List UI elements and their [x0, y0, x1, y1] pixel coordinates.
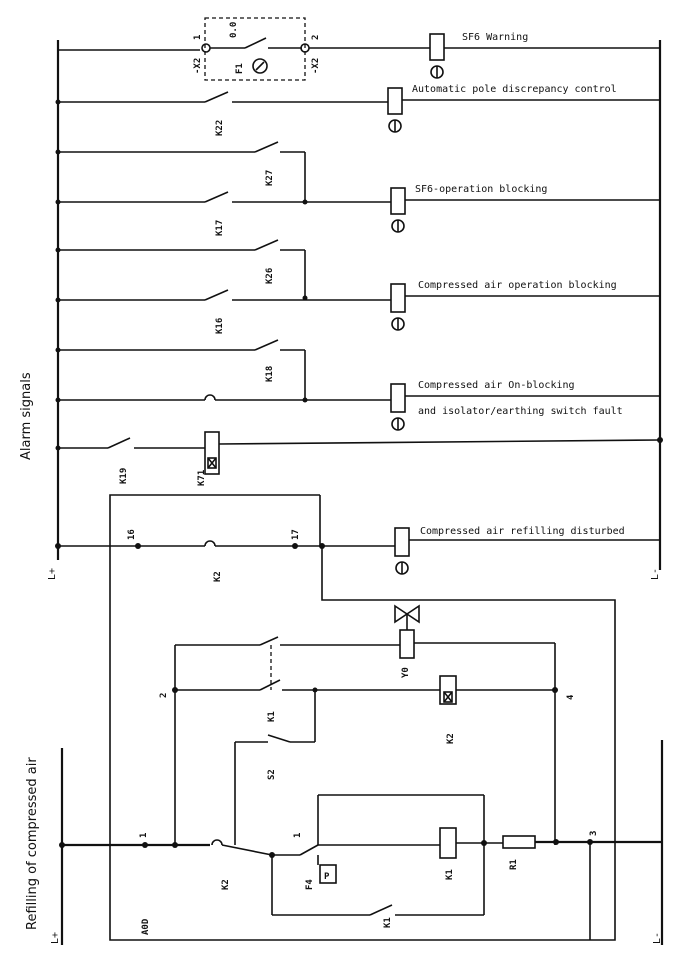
row-refill-disturbed — [58, 527, 660, 575]
refill-main-line — [59, 827, 662, 859]
tag-t1: 1 — [193, 35, 203, 40]
tag-p: P — [324, 872, 330, 882]
row-sf6-blocking — [58, 141, 660, 233]
tag-f4: F4 — [305, 879, 315, 890]
tag-t3: 3 — [589, 831, 599, 836]
tag-k26: K26 — [265, 268, 275, 284]
alarm-pole-discrepancy: Automatic pole discrepancy control — [412, 84, 617, 95]
tag-k19: K19 — [119, 468, 129, 484]
row-sf6-warning — [58, 17, 660, 81]
alarm-junctions — [55, 99, 308, 549]
tag-k1a: K1 — [267, 711, 277, 722]
tag-r1: R1 — [509, 859, 519, 870]
alarm-isolator-fault: and isolator/earthing switch fault — [418, 406, 623, 417]
refill-frame — [109, 494, 616, 941]
tag-t1b: 1 — [139, 833, 149, 838]
tag-t4: 4 — [566, 694, 576, 700]
tag-t1c: 1 — [293, 833, 303, 838]
tag-a0d: A0D — [141, 918, 151, 935]
row-air-on-blocking — [58, 339, 660, 431]
alarm-signals-label: Alarm signals — [19, 372, 34, 460]
tag-k1b: K1 — [445, 869, 455, 880]
tag-k27: K27 — [265, 170, 275, 186]
alarm-sf6-blocking: SF6-operation blocking — [415, 184, 547, 195]
alarm-texts: SF6 Warning Automatic pole discrepancy c… — [412, 32, 625, 537]
tag-k1c: K1 — [383, 917, 393, 928]
section-labels: Alarm signals Refilling of compressed ai… — [19, 372, 663, 944]
alarm-sf6-warning: SF6 Warning — [462, 32, 528, 43]
row-pole-discrepancy — [58, 87, 660, 133]
refill-lower — [271, 843, 485, 916]
component-tags: F1 -X2 -X2 1 2 0.0 K22 K27 K17 K26 K16 K… — [119, 22, 599, 935]
row-air-op-blocking — [58, 239, 660, 331]
tag-x2b: -X2 — [311, 58, 321, 74]
tag-x2a: -X2 — [193, 58, 203, 74]
tag-dial: 0.0 — [229, 22, 239, 38]
rail-minus-top: L- — [650, 568, 661, 580]
tag-t2b: 2 — [159, 693, 169, 698]
tag-t16: 16 — [127, 529, 137, 540]
tag-k71: K71 — [197, 470, 207, 486]
tag-s2: S2 — [267, 769, 277, 780]
tag-k17: K17 — [215, 220, 225, 236]
refill-upper — [172, 604, 591, 940]
tag-y0: Y0 — [401, 667, 411, 678]
refilling-label: Refilling of compressed air — [25, 757, 40, 930]
alarm-refill-disturbed: Compressed air refilling disturbed — [420, 526, 625, 537]
row-k19-k71 — [58, 431, 663, 475]
tag-k2a: K2 — [213, 571, 223, 582]
tag-k16: K16 — [215, 318, 225, 334]
alarm-air-on-blocking: Compressed air On-blocking — [418, 380, 575, 391]
tag-f1: F1 — [235, 63, 245, 74]
tag-t2: 2 — [311, 35, 321, 40]
alarm-air-op-blocking: Compressed air operation blocking — [418, 280, 617, 291]
rail-plus-bottom: L+ — [50, 932, 61, 944]
tag-k2c: K2 — [221, 879, 231, 890]
tag-t17: 17 — [291, 529, 301, 540]
rail-minus-bottom: L- — [652, 932, 663, 944]
tag-k18: K18 — [265, 366, 275, 382]
tag-k22: K22 — [215, 120, 225, 136]
rail-plus-top: L+ — [47, 568, 58, 580]
tag-k2b: K2 — [446, 733, 456, 744]
